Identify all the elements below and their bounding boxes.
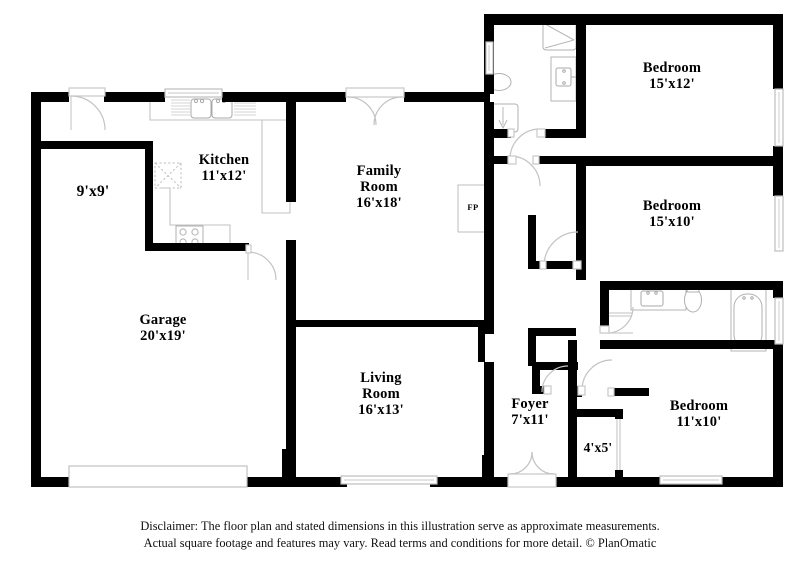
room-label-bedroom-2: Bedroom 15'x10'	[642, 198, 702, 231]
wall-garage-bottom-stub	[282, 449, 290, 479]
wall-garage-top	[145, 243, 245, 251]
wall-closet-a-bottom	[528, 261, 586, 269]
window-bedroom1	[774, 88, 784, 147]
wall-top-left-c	[222, 92, 296, 102]
room-label-foyer: Foyer 7'x11'	[511, 396, 549, 429]
room-label-bedroom-1: Bedroom 15'x12'	[642, 60, 702, 93]
wall-right-exterior-b	[773, 146, 783, 196]
window-bath1	[485, 41, 494, 75]
kitchen-counter-hatch-left	[171, 99, 190, 116]
wall-bath2-bottom-a	[600, 340, 622, 349]
window-kitchen	[164, 88, 223, 98]
wall-garage-right	[286, 251, 296, 487]
wall-bath1-bottom-a	[484, 129, 511, 138]
door-bedroom3	[577, 359, 615, 397]
room-label-closet-4x5: 4'x5'	[583, 440, 613, 455]
closet-4x5-shelf	[616, 415, 621, 480]
fireplace-label: FP	[467, 202, 479, 212]
wall-foyer-door-jamb	[568, 386, 582, 397]
room-label-family-room: Family Room 16'x18'	[356, 163, 402, 212]
wall-living-family-divider	[286, 320, 482, 327]
bath1-vanity-sink	[550, 56, 577, 102]
wall-closet-4x5-top	[573, 409, 623, 417]
wall-bath1-bottom-b	[545, 129, 586, 138]
walls-layer	[31, 14, 783, 487]
wall-bottom-mid-b	[556, 477, 618, 487]
door-bath2	[599, 306, 634, 334]
window-bedroom2	[774, 195, 784, 252]
wall-9x9-right	[145, 141, 153, 251]
wall-bath2-left	[600, 281, 609, 333]
wall-foyer-closet-bot	[532, 386, 548, 394]
wall-right-exterior-d	[773, 344, 783, 487]
room-label-garage: Garage 20'x19'	[139, 312, 187, 345]
wall-foyer-right-stub	[611, 388, 649, 396]
door-front-entry-double	[507, 451, 557, 488]
window-living-room	[340, 475, 438, 485]
doors-layer	[68, 41, 784, 488]
window-bedroom3	[659, 475, 723, 485]
wall-living-family-stub	[478, 320, 485, 362]
wall-kitchen-family-lower	[286, 240, 296, 260]
wall-garage-top-right	[237, 243, 249, 251]
room-label-closet-9x9: 9'x9'	[76, 183, 110, 200]
bath2-vanity-sink	[630, 287, 687, 311]
window-bath2	[774, 297, 784, 345]
wall-closet-4x5-right-bot	[615, 470, 623, 482]
disclaimer-line-1: Disclaimer: The floor plan and stated di…	[140, 519, 660, 533]
wall-right-exterior-c	[773, 281, 783, 298]
room-label-living-room: Living Room 16'x13'	[358, 370, 404, 419]
disclaimer: Disclaimer: The floor plan and stated di…	[0, 518, 800, 552]
door-bedroom1	[507, 155, 541, 187]
wall-family-to-rightwing	[404, 92, 490, 102]
wall-left-exterior	[31, 92, 41, 487]
wall-bottom-left-b	[247, 477, 347, 487]
room-label-kitchen: Kitchen 11'x12'	[198, 152, 250, 185]
wall-closet-a-left	[528, 215, 536, 269]
wall-hall-top-a	[484, 156, 510, 164]
wall-bottom-right-end	[717, 477, 783, 487]
room-label-bedroom-3: Bedroom 11'x10'	[669, 398, 729, 431]
bath1-shower	[542, 21, 577, 51]
wall-bed1-bed2-divider	[576, 156, 783, 166]
wall-bottom-left-a	[31, 477, 69, 487]
door-family-double	[345, 87, 405, 126]
wall-top-right-exterior	[484, 14, 783, 25]
wall-bed2-left	[576, 166, 586, 280]
door-foyer-closet	[541, 365, 569, 395]
wall-foyer-top-a	[532, 362, 578, 370]
kitchen-counter-hatch-right	[234, 99, 256, 116]
wall-bath1-right	[576, 20, 586, 137]
wall-rightwing-left-c	[484, 362, 494, 487]
disclaimer-line-2: Actual square footage and features may v…	[143, 536, 657, 551]
wall-top-left-b	[104, 92, 165, 102]
wall-bath2-bottom-b	[613, 340, 783, 349]
garage-overhead-door	[68, 465, 248, 488]
wall-foyer-closet-left	[532, 362, 540, 392]
wall-living-bottom-stub	[482, 455, 490, 479]
wall-top-left-d	[296, 92, 346, 102]
wall-hall-top-b	[537, 156, 586, 164]
door-kitchen-family	[245, 244, 277, 281]
kitchen-refrigerator	[154, 162, 182, 189]
wall-rightwing-left-b	[484, 102, 494, 334]
wall-bath2-top	[600, 281, 773, 290]
wall-9x9-bottom	[41, 141, 151, 149]
wall-foyer-right	[568, 340, 577, 487]
wall-right-exterior-a	[773, 14, 783, 89]
door-bedroom2	[539, 231, 582, 270]
wall-closet-4x5-right-top	[615, 409, 623, 419]
door-bath1	[507, 128, 546, 160]
wall-kitchen-family-divider	[286, 92, 296, 202]
fixtures-layer	[149, 21, 767, 480]
wall-bottom-mid-a	[430, 477, 508, 487]
door-9x9-entry	[68, 87, 106, 131]
wall-top-left-a	[31, 92, 69, 102]
wall-closet-b-left	[528, 328, 536, 366]
wall-closet-b-top	[528, 328, 576, 336]
